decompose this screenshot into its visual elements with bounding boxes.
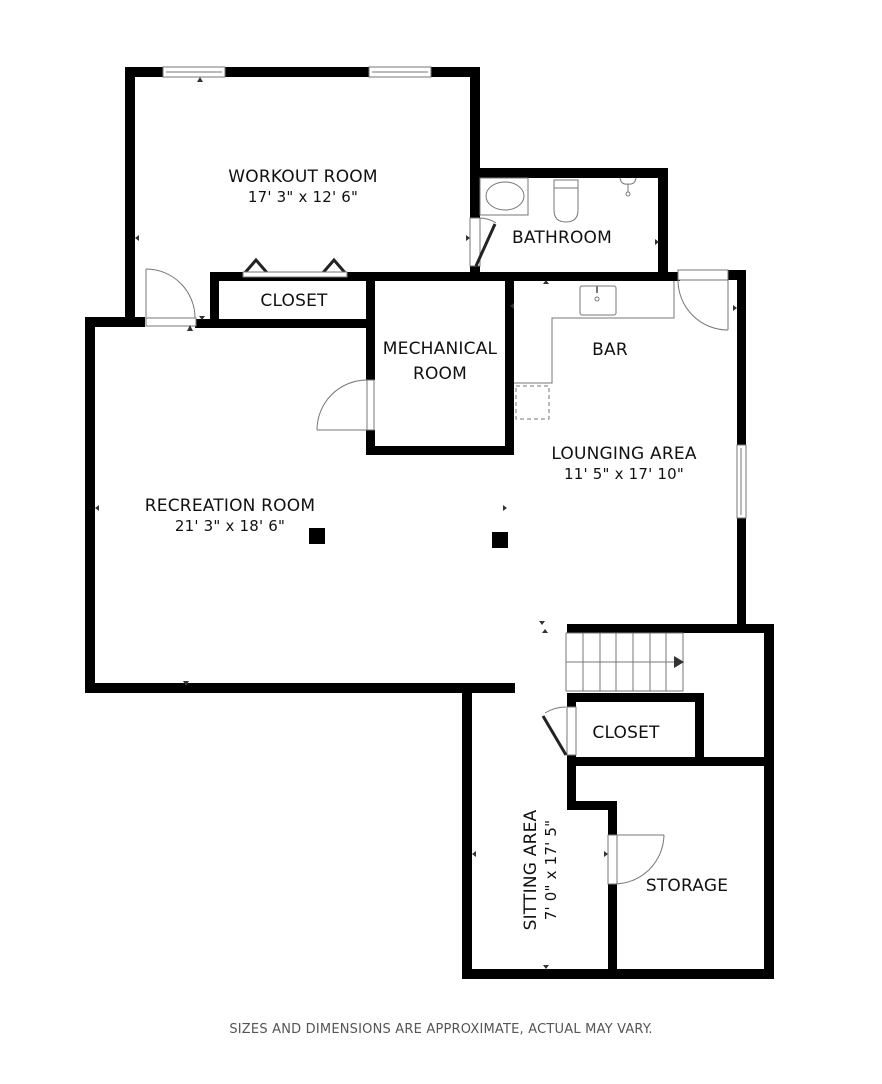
windows bbox=[162, 66, 747, 519]
support-column-icon bbox=[492, 532, 508, 548]
toilet-icon bbox=[553, 179, 579, 223]
room-name: BAR bbox=[592, 340, 628, 360]
window-icon bbox=[368, 66, 432, 78]
window-icon bbox=[162, 66, 226, 78]
disclaimer-text: SIZES AND DIMENSIONS ARE APPROXIMATE, AC… bbox=[229, 1022, 653, 1037]
door-icon bbox=[469, 217, 497, 267]
room-label-sitting-area: SITTING AREA 7' 0" x 17' 5" bbox=[520, 780, 560, 960]
room-label-closet-upper: CLOSET bbox=[234, 290, 354, 312]
room-name: SITTING AREA bbox=[521, 809, 541, 931]
room-name: STORAGE bbox=[645, 876, 729, 896]
fixtures bbox=[309, 177, 684, 692]
room-label-lounging-area: LOUNGING AREA 11' 5" x 17' 10" bbox=[534, 443, 714, 483]
support-column-icon bbox=[309, 528, 325, 544]
room-label-workout-room: WORKOUT ROOM 17' 3" x 12' 6" bbox=[203, 166, 403, 206]
appliance-outline-icon bbox=[515, 385, 550, 420]
room-dimensions: 17' 3" x 12' 6" bbox=[247, 188, 359, 206]
room-label-mechanical-room: MECHANICAL ROOM bbox=[375, 337, 505, 387]
bath-sink-icon bbox=[479, 177, 529, 216]
door-icon bbox=[541, 706, 577, 756]
stairs-direction-arrow-icon bbox=[674, 656, 684, 668]
room-name: WORKOUT ROOM bbox=[228, 167, 378, 187]
dimension-markers bbox=[95, 77, 737, 969]
door-swing-icon bbox=[677, 269, 729, 331]
stairs-icon bbox=[565, 632, 684, 692]
bar-counter-icon bbox=[514, 281, 675, 384]
bifold-door-icon bbox=[241, 257, 349, 276]
room-name: LOUNGING AREA bbox=[551, 444, 697, 464]
room-name: BATHROOM bbox=[512, 228, 612, 248]
room-label-closet-lower: CLOSET bbox=[576, 722, 676, 744]
walls bbox=[85, 67, 774, 979]
room-label-recreation-room: RECREATION ROOM 21' 3" x 18' 6" bbox=[120, 495, 340, 535]
room-dimensions: 7' 0" x 17' 5" bbox=[542, 819, 560, 921]
room-label-bathroom: BATHROOM bbox=[500, 227, 624, 249]
room-name: RECREATION ROOM bbox=[144, 496, 316, 516]
room-name-line2: ROOM bbox=[412, 364, 468, 384]
door-swing-icon bbox=[316, 379, 375, 431]
room-dimensions: 11' 5" x 17' 10" bbox=[564, 465, 684, 483]
room-name: CLOSET bbox=[260, 291, 328, 311]
doors bbox=[145, 217, 729, 885]
room-name: CLOSET bbox=[592, 723, 660, 743]
shower-icon bbox=[619, 177, 637, 197]
window-icon bbox=[736, 444, 747, 519]
door-swing-icon bbox=[607, 834, 665, 885]
door-swing-icon bbox=[145, 268, 197, 327]
room-label-bar: BAR bbox=[570, 339, 650, 361]
room-name-line1: MECHANICAL bbox=[382, 339, 498, 359]
room-label-storage: STORAGE bbox=[632, 875, 742, 897]
room-dimensions: 21' 3" x 18' 6" bbox=[174, 517, 286, 535]
